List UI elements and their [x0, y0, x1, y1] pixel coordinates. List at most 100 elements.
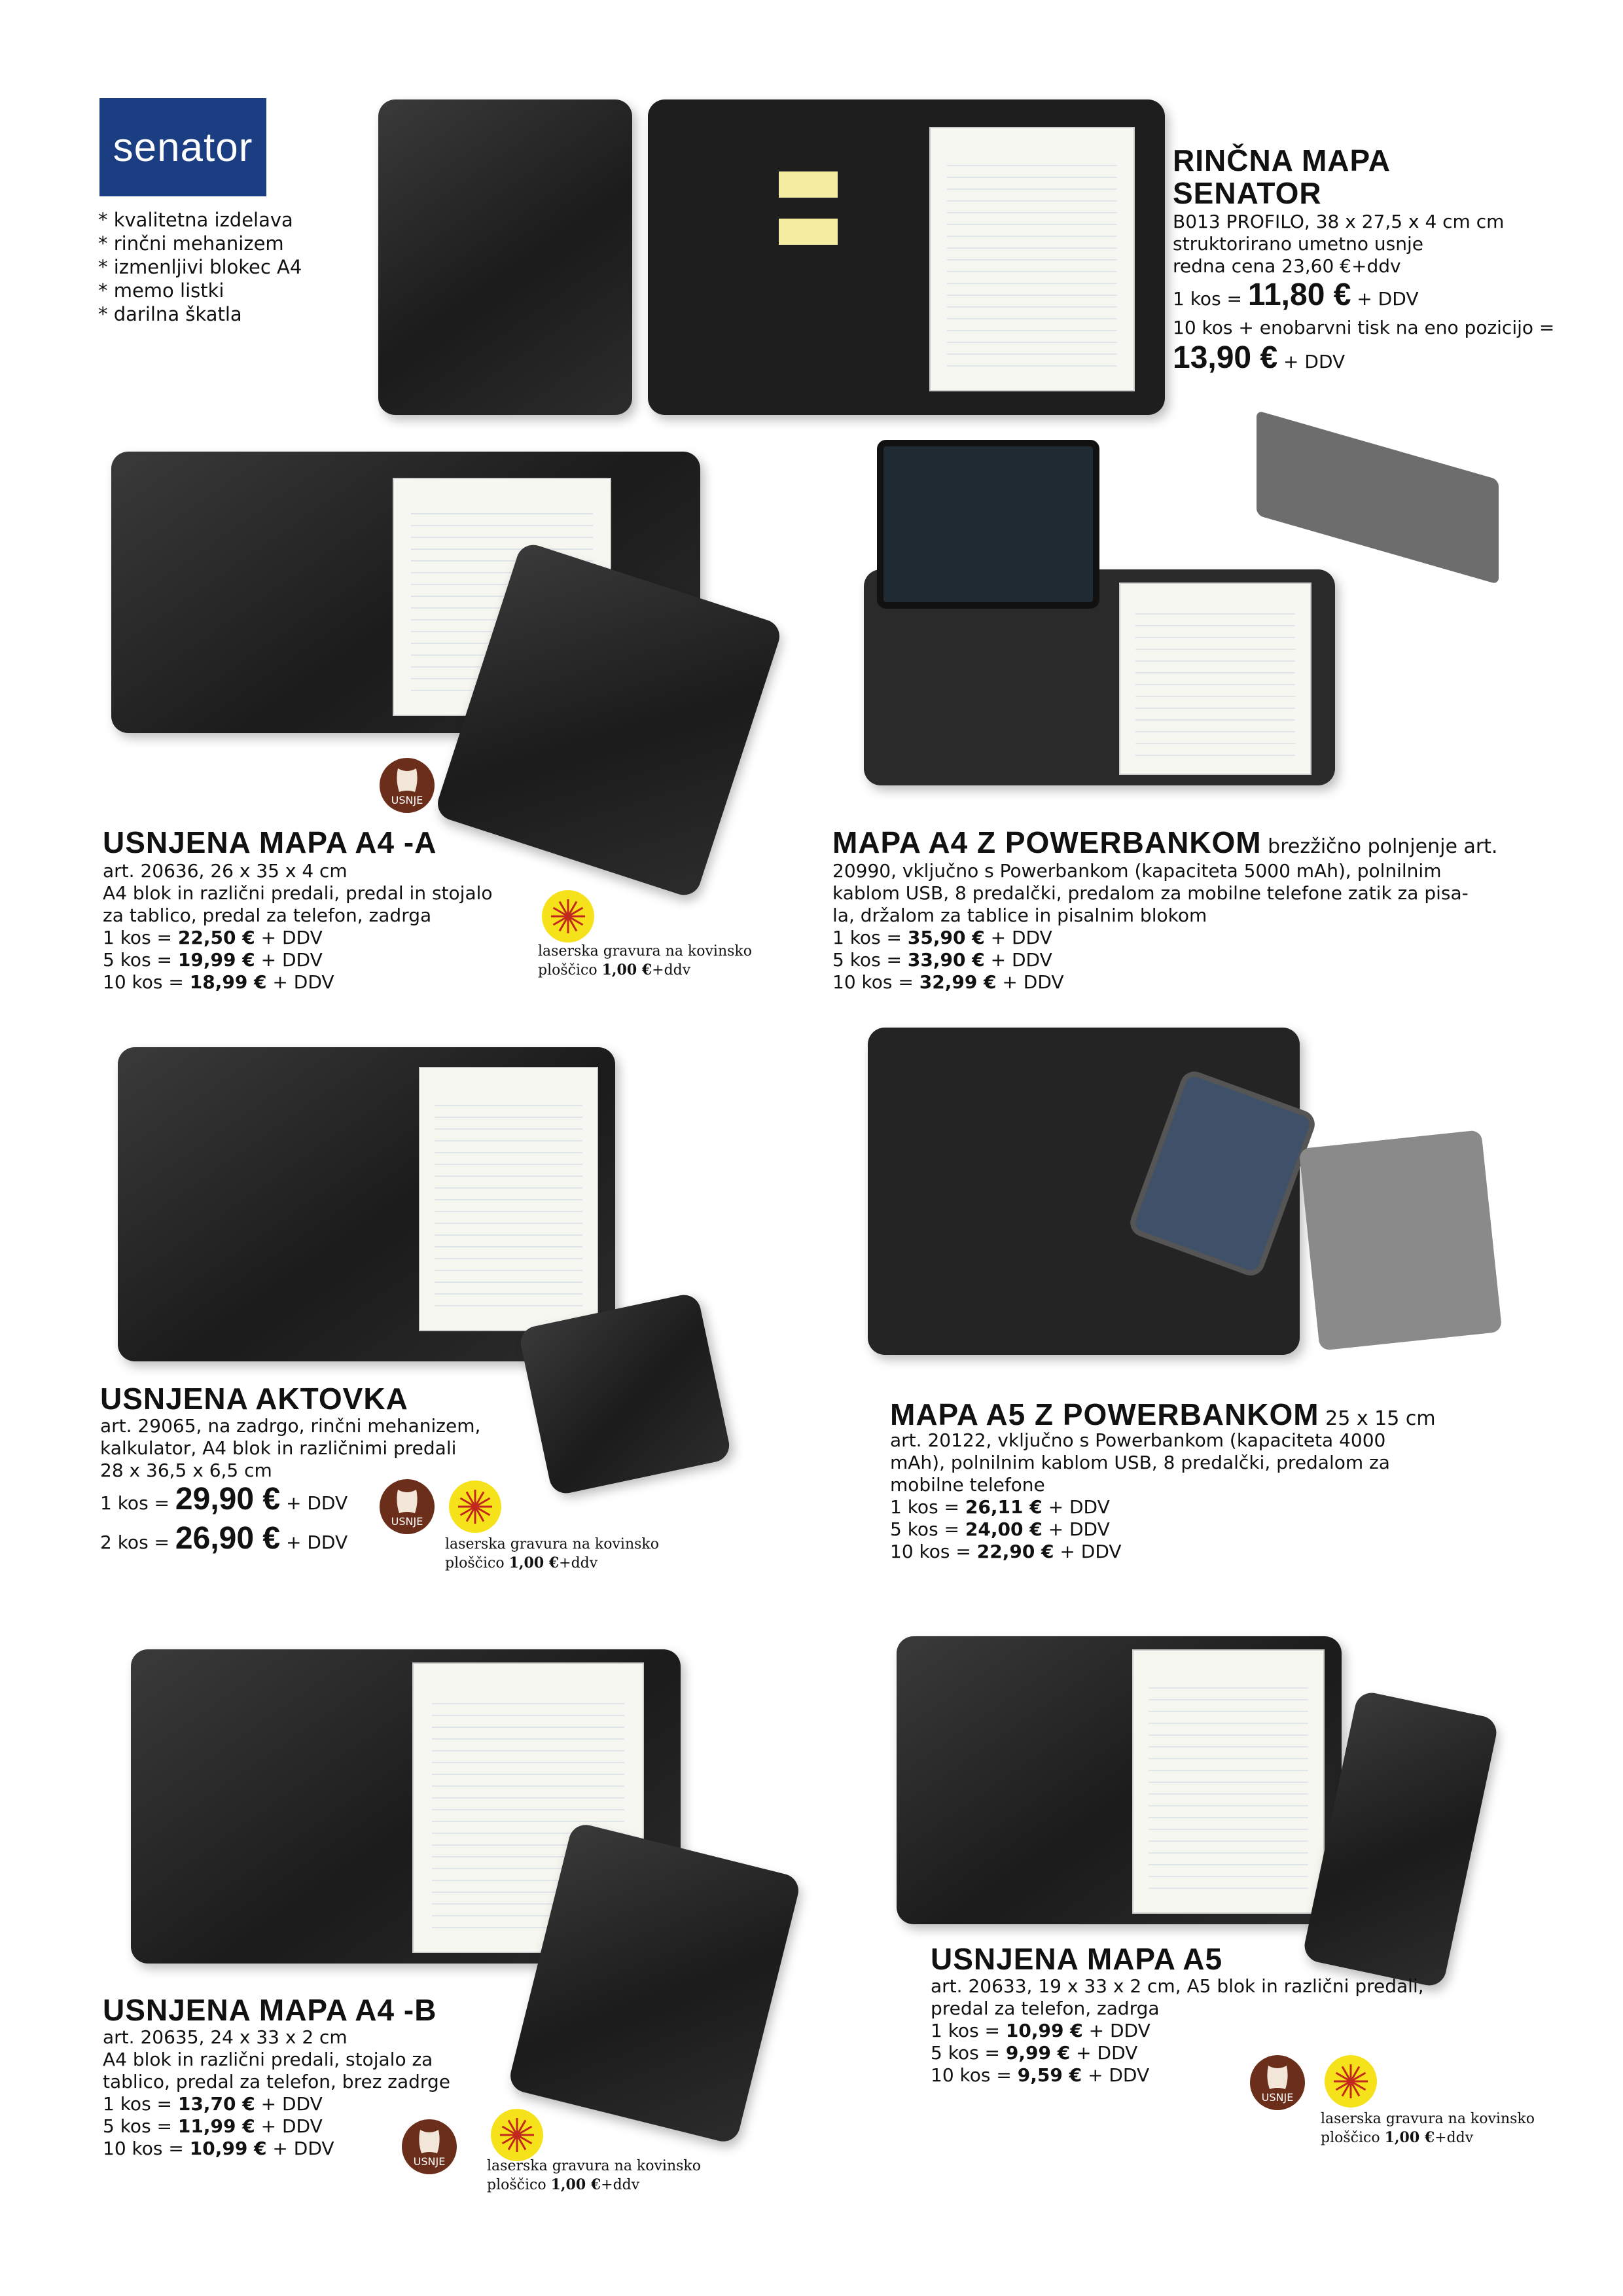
title-line: SENATOR [1173, 176, 1322, 210]
laser-suffix: +ddv [652, 962, 691, 978]
laser-line: ploščico 1,00 €+ddv [445, 1554, 659, 1573]
laser-engraving-icon [449, 1480, 501, 1533]
price-value: 11,99 € [177, 2115, 255, 2137]
laser-suffix: +ddv [1435, 2130, 1474, 2146]
detail-line: kalkulator, A4 blok in različnimi predal… [100, 1437, 457, 1459]
a5-details: art. 20633, 19 x 33 x 2 cm, A5 blok in r… [931, 1975, 1424, 2087]
price-line: 10 kos = 18,99 € + DDV [103, 971, 493, 994]
price-line: 10 kos = 32,99 € + DDV [832, 971, 1469, 994]
price-line: 2 kos = 26,90 € + DDV [100, 1521, 480, 1560]
detail-line: art. 20635, 24 x 33 x 2 cm [103, 2026, 348, 2048]
price-value: 13,90 € [1173, 340, 1278, 375]
detail-line: za tablico, predal za telefon, zadrga [103, 905, 432, 926]
detail-line: struktorirano umetno usnje [1173, 233, 1423, 255]
laser-price: 1,00 € [601, 961, 652, 978]
price-qty: 1 kos = [100, 1492, 175, 1514]
price-line: 10 kos = 9,59 € + DDV [931, 2064, 1424, 2087]
laser-text: ploščico [445, 1555, 509, 1571]
leather-folder-a5-image [897, 1636, 1342, 1924]
price-qty: 10 kos = [931, 2064, 1018, 2086]
price-value: 10,99 € [189, 2138, 267, 2159]
detail-line: tablico, predal za telefon, brez zadrge [103, 2071, 450, 2092]
price-line: 5 kos = 9,99 € + DDV [931, 2042, 1424, 2064]
senator-logo: senator [99, 98, 266, 196]
feature-item: * kvalitetna izdelava [98, 209, 293, 231]
price-qty: 5 kos = [103, 2115, 178, 2137]
a4pb-details: 20990, vključno s Powerbankom (kapacitet… [832, 860, 1469, 994]
feature-item: * darilna škatla [98, 303, 242, 325]
feature-item: * izmenljivi blokec A4 [98, 256, 302, 278]
feature-item: * memo listki [98, 279, 224, 302]
title-sub: brezžično polnjenje art. [1261, 835, 1498, 858]
title-main: MAPA A5 Z POWERBANKOM [890, 1397, 1319, 1431]
detail-line: mobilne telefone [890, 1474, 1045, 1496]
detail-line: la, držalom za tablice in pisalnim bloko… [832, 905, 1207, 926]
detail-line: 28 x 36,5 x 6,5 cm [100, 1460, 272, 1481]
detail-line: A4 blok in različni predali, stojalo za [103, 2049, 433, 2070]
price-value: 13,70 € [177, 2093, 255, 2115]
price-suffix: + DDV [1042, 1496, 1110, 1518]
folder-closed-image [378, 99, 632, 415]
detail-line: kablom USB, 8 predalčki, predalom za mob… [832, 882, 1469, 904]
price-qty: 1 kos = [103, 2093, 178, 2115]
price-suffix: + DDV [280, 1492, 348, 1514]
laser-text: ploščico [487, 2177, 551, 2193]
price-value: 24,00 € [965, 1518, 1043, 1540]
detail-line: redna cena 23,60 €+ddv [1173, 255, 1401, 277]
laser-text: ploščico [538, 962, 602, 978]
detail-line: art. 20633, 19 x 33 x 2 cm, A5 blok in r… [931, 1975, 1424, 1997]
price-line: 10 kos = 10,99 € + DDV [103, 2138, 450, 2160]
laser-engraving-note: laserska gravura na kovinsko ploščico 1,… [538, 942, 752, 980]
price-qty: 5 kos = [103, 949, 178, 971]
laser-engraving-note: laserska gravura na kovinsko ploščico 1,… [1321, 2110, 1535, 2147]
detail-line: art. 29065, na zadrgo, rinčni mehanizem, [100, 1415, 481, 1437]
a4b-title: USNJENA MAPA A4 -B [103, 1993, 437, 2027]
leather-badge: USNJE [402, 2119, 457, 2174]
powerbank-a4-image [864, 569, 1335, 785]
laser-suffix: +ddv [601, 2177, 640, 2193]
price-line: 1 kos = 29,90 € + DDV [100, 1482, 480, 1521]
aktovka-details: art. 29065, na zadrgo, rinčni mehanizem,… [100, 1415, 480, 1560]
price-qty: 2 kos = [100, 1532, 175, 1553]
price-value: 18,99 € [189, 971, 267, 993]
laser-engraving-icon [491, 2109, 543, 2161]
price-value: 22,90 € [976, 1541, 1054, 1562]
detail-line: predal za telefon, zadrga [931, 1998, 1160, 2019]
price-suffix: + DDV [984, 949, 1052, 971]
laser-price: 1,00 € [1384, 2129, 1435, 2146]
detail-line: A4 blok in različni predali, predal in s… [103, 882, 493, 904]
laser-suffix: +ddv [559, 1555, 598, 1571]
starburst-center [565, 913, 571, 920]
starburst-center [514, 2132, 520, 2138]
price-qty: 10 kos = [103, 971, 190, 993]
detail-line: 20990, vključno s Powerbankom (kapacitet… [832, 860, 1442, 882]
price-value: 9,59 € [1017, 2064, 1082, 2086]
price-value: 22,50 € [177, 927, 255, 948]
price-suffix: + DDV [1277, 351, 1346, 372]
a4a-details: art. 20636, 26 x 35 x 4 cm A4 blok in ra… [103, 860, 493, 994]
folder-open-image [648, 99, 1165, 415]
price-suffix: + DDV [255, 2115, 323, 2137]
a5pb-details: art. 20122, vključno s Powerbankom (kapa… [890, 1429, 1390, 1563]
price-suffix: + DDV [255, 949, 323, 971]
price-qty: 10 kos = [103, 2138, 190, 2159]
title-main: MAPA A4 Z POWERBANKOM [832, 825, 1262, 859]
price-line: 13,90 € + DDV [1173, 339, 1554, 381]
price-value: 33,90 € [907, 949, 985, 971]
tablet-image [877, 440, 1099, 609]
feature-list: * kvalitetna izdelava * rinčni mehanizem… [98, 208, 302, 326]
starburst-icon [1334, 2064, 1368, 2098]
price-qty: 5 kos = [931, 2042, 1006, 2064]
laser-line: ploščico 1,00 €+ddv [487, 2176, 701, 2195]
detail-line: B013 PROFILO, 38 x 27,5 x 4 cm cm [1173, 211, 1505, 232]
laser-line: laserska gravura na kovinsko [445, 1536, 660, 1552]
price-suffix: + DDV [996, 971, 1064, 993]
a5-title: USNJENA MAPA A5 [931, 1942, 1223, 1976]
starburst-center [472, 1503, 478, 1510]
laser-engraving-note: laserska gravura na kovinsko ploščico 1,… [445, 1535, 659, 1573]
price-line: 1 kos = 11,80 € + DDV [1173, 278, 1554, 317]
laser-line: laserska gravura na kovinsko [538, 943, 753, 960]
detail-line: art. 20122, vključno s Powerbankom (kapa… [890, 1429, 1386, 1451]
laser-line: ploščico 1,00 €+ddv [1321, 2128, 1535, 2147]
badge-label: USNJE [1261, 2091, 1294, 2104]
